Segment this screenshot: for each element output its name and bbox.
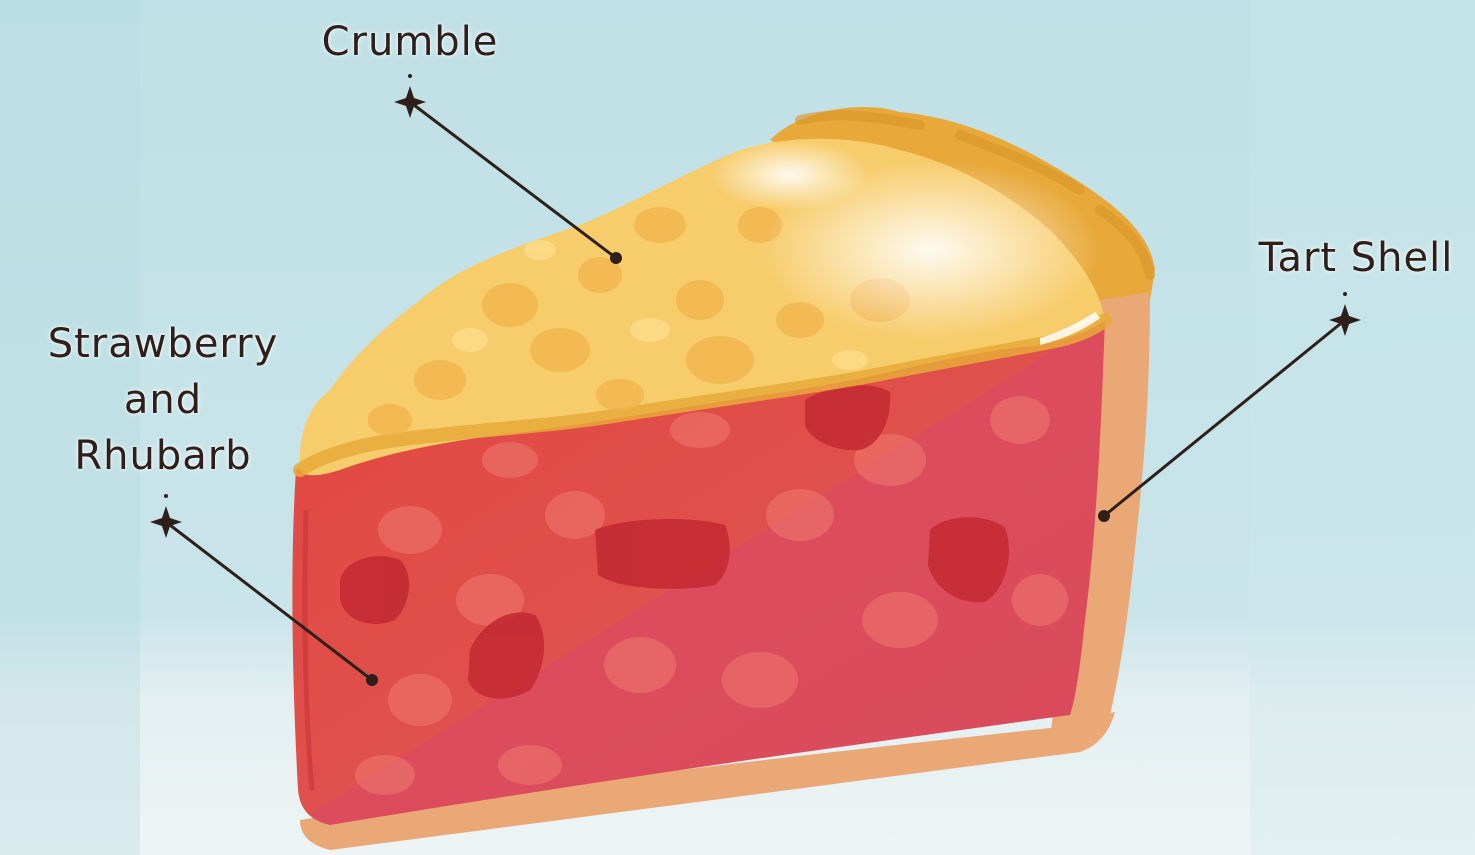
filling-label-line-2: and <box>18 372 308 428</box>
filling-label-line-3: Rhubarb <box>18 428 308 484</box>
filling-label-line-1: Strawberry <box>18 316 308 372</box>
tart-shell-pointer-dot <box>1098 510 1110 522</box>
crumble-pointer-dot <box>610 252 622 264</box>
filling-label: Strawberry and Rhubarb <box>18 316 308 484</box>
filling-pointer-dot <box>366 674 378 686</box>
crumble-label: Crumble <box>300 14 520 70</box>
tart-shell-label: Tart Shell <box>1240 230 1472 286</box>
